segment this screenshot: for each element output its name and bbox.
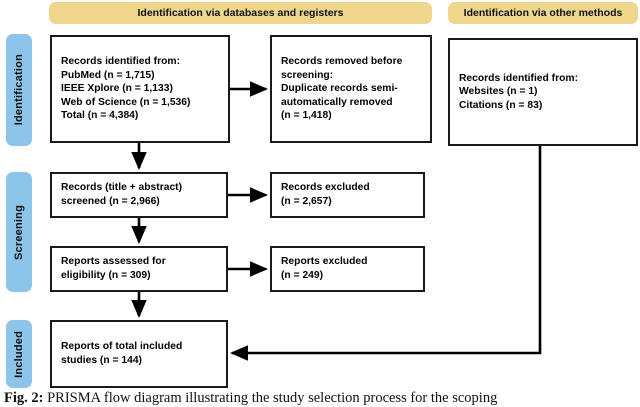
node-reports-excluded-text: Reports excluded (n = 249) <box>281 256 368 281</box>
stage-label-screening: Screening <box>6 172 32 292</box>
node-records-identified-text: Records identified from: PubMed (n = 1,7… <box>61 56 191 122</box>
figure-caption-text: PRISMA flow diagram illustrating the stu… <box>47 390 498 406</box>
banner-other-methods-text: Identification via other methods <box>463 7 623 19</box>
node-reports-included-text: Reports of total included studies (n = 1… <box>61 341 183 366</box>
banner-identification-databases: Identification via databases and registe… <box>49 2 432 24</box>
figure-caption-label: Fig. 2: <box>4 390 44 406</box>
node-records-screened-text: Records (title + abstract) screened (n =… <box>61 182 183 207</box>
figure-caption: Fig. 2: PRISMA flow diagram illustrating… <box>4 390 640 407</box>
node-reports-assessed-for-eligibility: Reports assessed for eligibility (n = 30… <box>50 246 228 292</box>
stage-label-identification-text: Identification <box>13 54 25 126</box>
node-records-identified-other-text: Records identified from: Websites (n = 1… <box>459 72 578 111</box>
node-records-screened: Records (title + abstract) screened (n =… <box>50 172 228 218</box>
stage-label-screening-text: Screening <box>13 204 25 260</box>
stage-label-identification: Identification <box>6 34 32 146</box>
stage-label-included-text: Included <box>13 330 25 378</box>
node-reports-included: Reports of total included studies (n = 1… <box>50 320 228 388</box>
banner-databases-text: Identification via databases and registe… <box>137 7 344 19</box>
node-records-excluded-text: Records excluded (n = 2,657) <box>281 182 370 207</box>
node-records-removed-text: Records removed before screening: Duplic… <box>281 56 403 122</box>
node-reports-assessed-text: Reports assessed for eligibility (n = 30… <box>61 256 166 281</box>
node-records-excluded: Records excluded (n = 2,657) <box>270 172 425 218</box>
node-reports-excluded: Reports excluded (n = 249) <box>270 246 425 292</box>
stage-label-included: Included <box>6 320 32 388</box>
banner-identification-other-methods: Identification via other methods <box>448 2 638 24</box>
node-records-identified-other-methods: Records identified from: Websites (n = 1… <box>448 38 638 146</box>
node-records-removed-before-screening: Records removed before screening: Duplic… <box>270 35 432 143</box>
node-records-identified: Records identified from: PubMed (n = 1,7… <box>50 35 230 143</box>
